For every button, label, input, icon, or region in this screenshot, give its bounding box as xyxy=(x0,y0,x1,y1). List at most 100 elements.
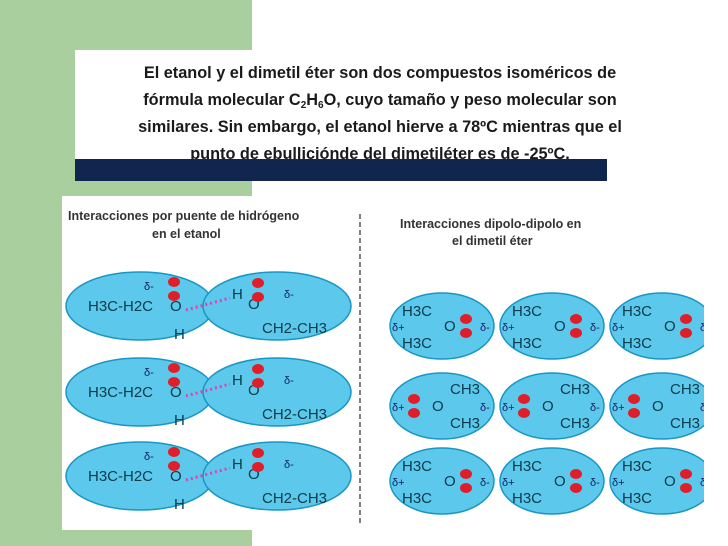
ether-dminus-0-1: δ- xyxy=(590,322,600,334)
ether-oxygen-2-2-lobe-bottom xyxy=(680,483,692,493)
ether-blob-2-1 xyxy=(499,447,605,515)
ether-h3c-top-2-2: H3C xyxy=(622,458,652,475)
ether-o-2-1: O xyxy=(554,473,566,490)
ether-o-0-1: O xyxy=(554,318,566,335)
ethanol-o-r0: O xyxy=(248,296,260,313)
ether-dplus-0-2: δ+ xyxy=(612,322,625,334)
ether-h3c-bot-0-1: H3C xyxy=(512,335,542,352)
ether-h3c-bot-0-2: H3C xyxy=(622,335,652,352)
ether-blob-0-0 xyxy=(389,292,495,360)
left-title-1: Interacciones por puente de hidrógeno xyxy=(68,209,300,223)
ether-oxygen-2-1-lobe-top xyxy=(570,469,582,479)
ethanol-oxygen-l1-lobe-top xyxy=(168,363,180,373)
ethanol-dminus-r0: δ- xyxy=(284,289,294,301)
ether-ch3-top-1-2: CH3 xyxy=(670,381,700,398)
ethanol-oxygen-r1-lobe-top xyxy=(252,364,264,374)
ethanol-group-r0: CH2-CH3 xyxy=(262,320,327,337)
ether-dplus-2-1: δ+ xyxy=(502,477,515,489)
ether-h3c-top-2-0: H3C xyxy=(402,458,432,475)
ethanol-h-r1: H xyxy=(232,372,243,389)
ether-h3c-bot-2-0: H3C xyxy=(402,490,432,507)
ether-oxygen-1-2-lobe-bottom xyxy=(628,408,640,418)
ethanol-group-l0: H3C-H2C xyxy=(88,298,153,315)
ether-o-2-0: O xyxy=(444,473,456,490)
ether-o-1-1: O xyxy=(542,398,554,415)
ethanol-o-r2: O xyxy=(248,466,260,483)
ethanol-oxygen-l1-lobe-bottom xyxy=(168,377,180,387)
ether-oxygen-1-1-lobe-top xyxy=(518,394,530,404)
ether-oxygen-1-1-lobe-bottom xyxy=(518,408,530,418)
ethanol-h-l1: H xyxy=(174,412,185,429)
ether-dplus-1-1: δ+ xyxy=(502,402,515,414)
ether-dminus-2-2: δ- xyxy=(700,477,704,489)
ether-oxygen-1-0-lobe-top xyxy=(408,394,420,404)
ether-dplus-0-0: δ+ xyxy=(392,322,405,334)
ether-blob-1-2 xyxy=(609,372,704,440)
slide-text-box: El etanol y el dimetil éter son dos comp… xyxy=(75,50,685,172)
ethanol-h-l2: H xyxy=(174,496,185,513)
ethanol-oxygen-l0-lobe-bottom xyxy=(168,291,180,301)
text-line-4: punto de ebulliciónde del dimetiléter es… xyxy=(190,145,570,163)
ethanol-blob-r1 xyxy=(202,357,352,427)
ether-o-1-2: O xyxy=(652,398,664,415)
ether-dplus-1-0: δ+ xyxy=(392,402,405,414)
ethanol-o-r1: O xyxy=(248,382,260,399)
ethanol-o-l0: O xyxy=(170,298,182,315)
ethanol-o-l1: O xyxy=(170,384,182,401)
ether-blob-0-2 xyxy=(609,292,704,360)
ether-blob-1-1 xyxy=(499,372,605,440)
right-title-1: Interacciones dipolo-dipolo en xyxy=(400,217,581,231)
ether-oxygen-1-0-lobe-bottom xyxy=(408,408,420,418)
ether-o-2-2: O xyxy=(664,473,676,490)
ethanol-oxygen-r0-lobe-bottom xyxy=(252,292,264,302)
ether-dminus-1-1: δ- xyxy=(590,402,600,414)
navy-bar xyxy=(75,159,607,181)
ethanol-oxygen-l2-lobe-bottom xyxy=(168,461,180,471)
ethanol-blob-r2 xyxy=(202,441,352,511)
ethanol-group-r2: CH2-CH3 xyxy=(262,490,327,507)
ether-h3c-top-0-0: H3C xyxy=(402,303,432,320)
ether-blob-1-0 xyxy=(389,372,495,440)
ether-ch3-top-1-0: CH3 xyxy=(450,381,480,398)
ether-o-1-0: O xyxy=(432,398,444,415)
left-title-2: en el etanol xyxy=(152,227,221,241)
ether-dplus-2-2: δ+ xyxy=(612,477,625,489)
ethanol-oxygen-r0-lobe-top xyxy=(252,278,264,288)
ether-o-0-2: O xyxy=(664,318,676,335)
text-line-3: similares. Sin embargo, el etanol hierve… xyxy=(138,118,622,136)
ethanol-group-l1: H3C-H2C xyxy=(88,384,153,401)
ether-oxygen-0-0-lobe-top xyxy=(460,314,472,324)
ethanol-dminus-r1: δ- xyxy=(284,375,294,387)
ethanol-oxygen-r1-lobe-bottom xyxy=(252,378,264,388)
ethanol-group-r1: CH2-CH3 xyxy=(262,406,327,423)
ether-oxygen-2-1-lobe-bottom xyxy=(570,483,582,493)
ether-dminus-0-2: δ- xyxy=(700,322,704,334)
subscript-6: 6 xyxy=(318,100,324,111)
ether-oxygen-2-0-lobe-bottom xyxy=(460,483,472,493)
ether-dminus-0-0: δ- xyxy=(480,322,490,334)
ether-dminus-2-1: δ- xyxy=(590,477,600,489)
ethanol-group-l2: H3C-H2C xyxy=(88,468,153,485)
ether-h3c-bot-2-1: H3C xyxy=(512,490,542,507)
ether-dplus-2-0: δ+ xyxy=(392,477,405,489)
right-title-2: el dimetil éter xyxy=(452,234,533,248)
ethanol-h-l0: H xyxy=(174,326,185,343)
ether-h3c-top-2-1: H3C xyxy=(512,458,542,475)
interactions-svg: Interacciones por puente de hidrógeno en… xyxy=(65,209,704,526)
ethanol-dminus-r2: δ- xyxy=(284,459,294,471)
ether-ch3-bot-1-0: CH3 xyxy=(450,415,480,432)
ether-dminus-2-0: δ- xyxy=(480,477,490,489)
ether-dminus-1-0: δ- xyxy=(480,402,490,414)
ether-ch3-bot-1-1: CH3 xyxy=(560,415,590,432)
subscript-2: 2 xyxy=(300,100,307,111)
ethanol-oxygen-l2-lobe-top xyxy=(168,447,180,457)
text-line-2-pre: fórmula molecular C xyxy=(143,91,301,109)
ether-dplus-0-1: δ+ xyxy=(502,322,515,334)
ether-oxygen-0-1-lobe-bottom xyxy=(570,328,582,338)
ether-ch3-top-1-1: CH3 xyxy=(560,381,590,398)
ethanol-h-r0: H xyxy=(232,286,243,303)
ether-h3c-bot-0-0: H3C xyxy=(402,335,432,352)
ethanol-oxygen-r2-lobe-top xyxy=(252,448,264,458)
ethanol-o-l2: O xyxy=(170,468,182,485)
ethanol-dminus-l1: δ- xyxy=(144,367,154,379)
